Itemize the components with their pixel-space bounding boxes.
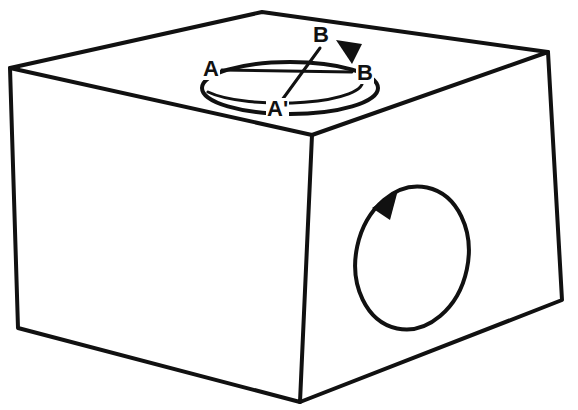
arrowhead — [372, 190, 398, 220]
arrowhead — [336, 40, 362, 64]
point-label: A' — [266, 98, 289, 120]
point-label: B — [312, 24, 330, 46]
right-face — [300, 52, 562, 402]
point-label: B — [356, 62, 374, 84]
front-face — [10, 68, 312, 402]
segment-ab — [222, 70, 352, 72]
segment-rotated — [282, 48, 320, 100]
point-label: A — [202, 58, 220, 80]
side-loop — [342, 176, 481, 340]
top-face — [10, 12, 548, 135]
